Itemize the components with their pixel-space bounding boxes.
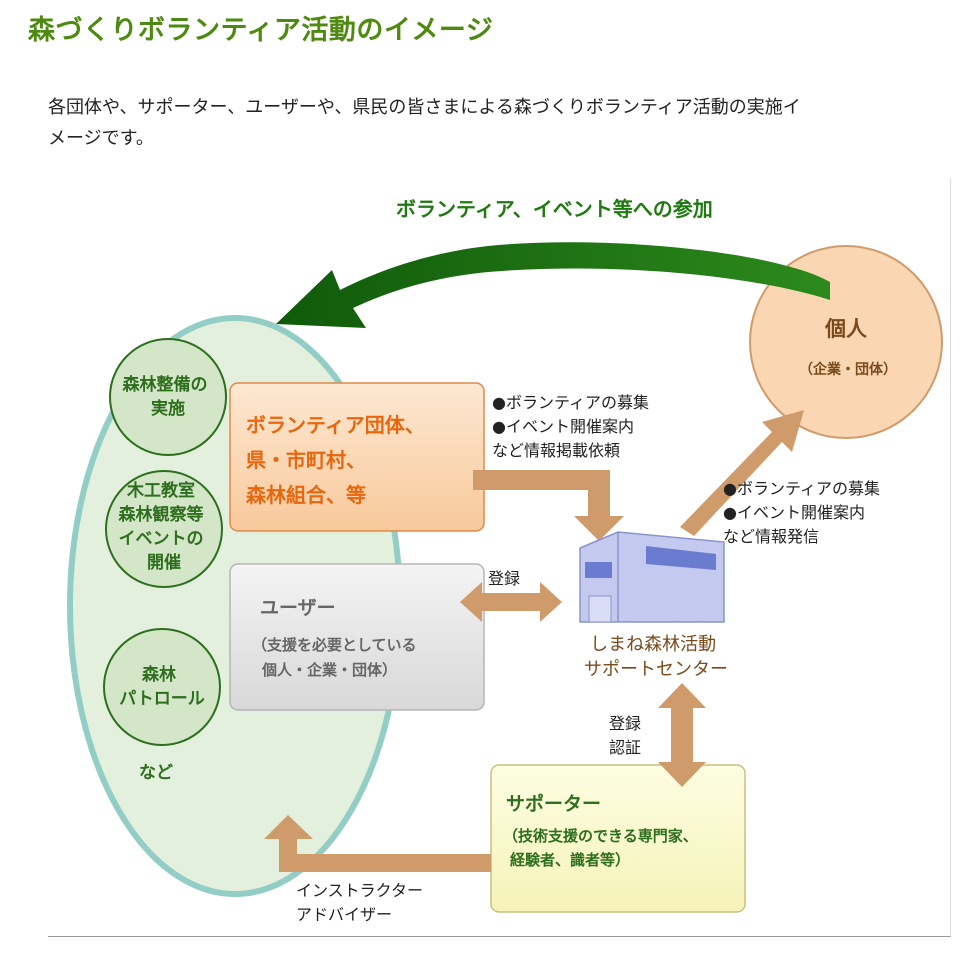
activity-events: 木工教室 森林観察等 イベントの 開催 — [105, 470, 223, 588]
supporter-title: サポーター — [506, 792, 601, 815]
participation-label: ボランティア、イベント等への参加 — [396, 197, 713, 221]
activity-forest-maintenance: 森林整備の 実施 — [109, 338, 227, 456]
user-description: （支援を必要としている 個人・企業・団体） — [252, 636, 422, 679]
register-arrow — [460, 582, 562, 622]
supporter-box — [490, 764, 746, 913]
intro-line-1: 各団体や、サポーター、ユーザーや、県民の皆さまによる森づくりボランティア活動の実… — [48, 97, 801, 118]
activity-label: 森林整備の 実施 — [123, 374, 214, 419]
individual-subtitle: （企業・団体） — [799, 361, 897, 378]
register-cert-arrow — [658, 683, 706, 787]
diagram-frame: ボランティア、イベント等への参加 森林整備の 実施 木工教室 森林観察等 イベン… — [48, 178, 951, 937]
activity-label: 木工教室 森林観察等 イベントの 開催 — [119, 480, 210, 573]
volunteer-diagram: ボランティア、イベント等への参加 森林整備の 実施 木工教室 森林観察等 イベン… — [67, 197, 943, 924]
user-box — [229, 563, 485, 711]
intro-line-2: メージです。 — [48, 128, 154, 149]
participation-arrow — [276, 242, 830, 328]
request-arrow — [473, 470, 624, 541]
building-icon — [579, 531, 725, 623]
dispatch-note: ●ボランティアの募集 ●イベント開催案内 など情報発信 — [723, 479, 885, 546]
supporter-description: （技術支援のできる専門家、 経験者、識者等） — [503, 827, 703, 869]
activity-label: 森林 パトロール — [119, 664, 205, 709]
request-note: ●ボランティアの募集 ●イベント開催案内 など情報掲載依頼 — [492, 393, 654, 460]
register-cert-label: 登録 認証 — [609, 714, 646, 757]
register-label: 登録 — [488, 569, 520, 588]
instructor-label: インストラクター アドバイザー — [296, 881, 428, 924]
intro-text: 各団体や、サポーター、ユーザーや、県民の皆さまによる森づくりボランティア活動の実… — [48, 92, 948, 154]
activities-etc-label: など — [139, 763, 173, 783]
page-title: 森づくりボランティア活動のイメージ — [28, 15, 494, 46]
volunteer-org-label: ボランティア団体、 県・市町村、 森林組合、等 — [246, 413, 432, 507]
user-title: ユーザー — [260, 597, 336, 619]
support-center-label: しまね森林活動 サポートセンター — [584, 634, 728, 680]
activity-forest-patrol: 森林 パトロール — [103, 628, 221, 746]
volunteer-org-box — [229, 382, 485, 532]
individual-title: 個人 — [824, 317, 867, 341]
dispatch-arrow — [680, 410, 804, 536]
individual-circle — [749, 245, 943, 439]
instructor-arrow — [264, 815, 491, 872]
